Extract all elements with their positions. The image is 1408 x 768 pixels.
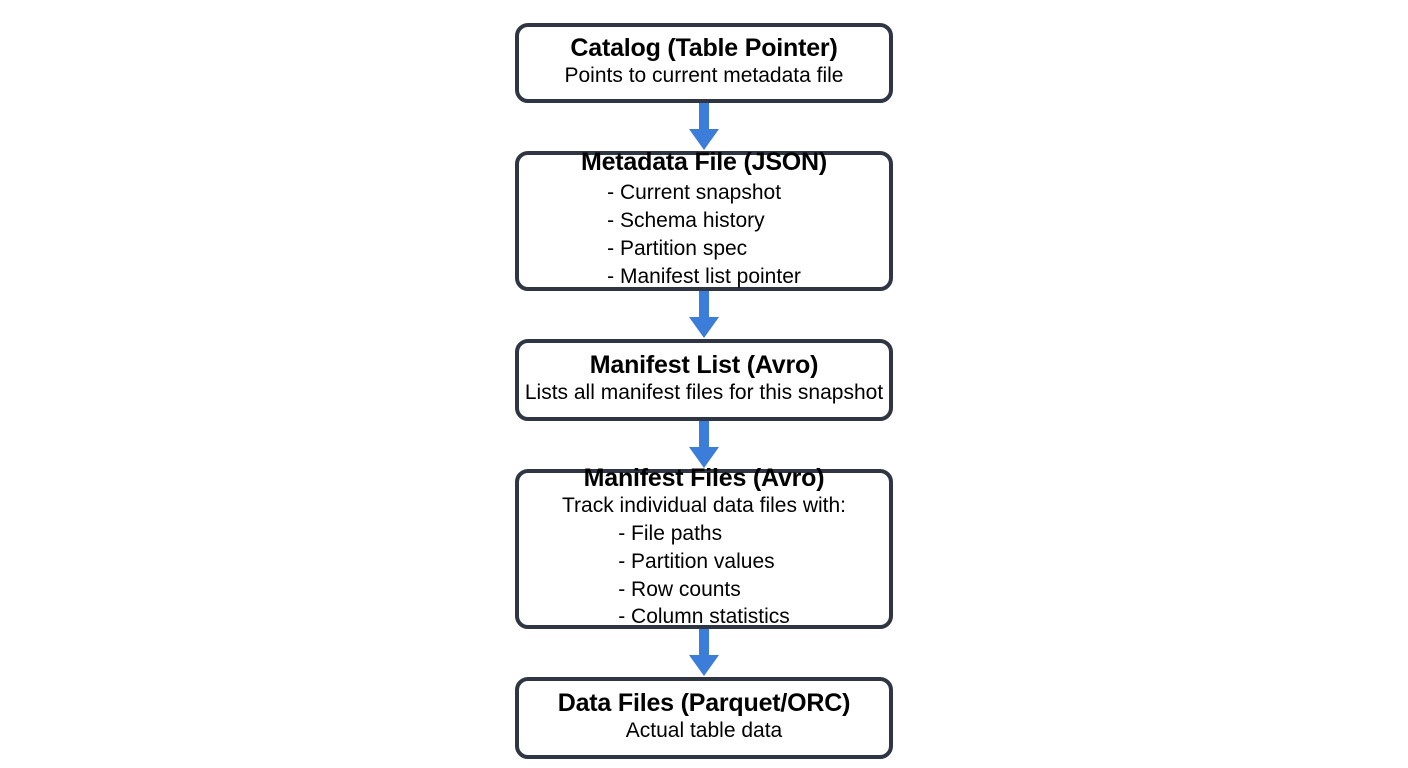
arrow-manifestfiles-to-datafiles-icon [689, 629, 719, 676]
bullet-item: - Manifest list pointer [607, 264, 801, 288]
node-metadata-file: Metadata File (JSON) - Current snapshot … [515, 148, 893, 291]
node-data-files-subtitle: Actual table data [625, 719, 783, 743]
node-manifest-list: Manifest List (Avro) Lists all manifest … [515, 339, 893, 421]
node-manifest-list-subtitle: Lists all manifest files for this snapsh… [524, 381, 884, 405]
arrow-catalog-to-metadata-icon [689, 103, 719, 150]
bullet-item: - Row counts [618, 577, 741, 601]
node-manifest-files-title: Manifest Files (Avro) [583, 463, 825, 492]
node-catalog-subtitle: Points to current metadata file [564, 64, 844, 88]
node-data-files-title: Data Files (Parquet/ORC) [557, 688, 851, 717]
node-data-files: Data Files (Parquet/ORC) Actual table da… [515, 677, 893, 759]
node-manifest-files-bullets: - File paths - Partition values - Row co… [618, 520, 790, 632]
bullet-item: - Current snapshot [607, 180, 782, 204]
node-manifest-files-subtitle: Track individual data files with: [561, 494, 846, 518]
node-catalog: Catalog (Table Pointer) Points to curren… [515, 23, 893, 103]
bullet-item: - Column statistics [618, 605, 790, 629]
node-manifest-list-title: Manifest List (Avro) [589, 350, 819, 379]
node-metadata-file-bullets: - Current snapshot - Schema history - Pa… [607, 179, 801, 291]
arrow-manifestlist-to-manifestfiles-icon [689, 421, 719, 468]
node-catalog-title: Catalog (Table Pointer) [570, 33, 838, 62]
bullet-item: - Schema history [607, 208, 765, 232]
bullet-item: - Partition spec [607, 236, 748, 260]
bullet-item: - Partition values [618, 549, 775, 573]
bullet-item: - File paths [618, 521, 723, 545]
arrow-metadata-to-manifestlist-icon [689, 291, 719, 338]
node-metadata-file-title: Metadata File (JSON) [580, 148, 828, 177]
node-manifest-files: Manifest Files (Avro) Track individual d… [515, 464, 893, 632]
